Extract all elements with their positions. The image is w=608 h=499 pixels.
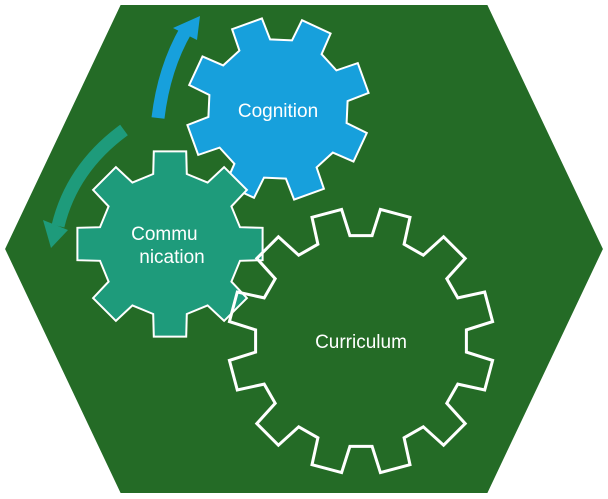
communication-arrowhead-icon — [43, 220, 68, 248]
cognition-label: Cognition — [238, 101, 318, 122]
communication-arrow — [51, 124, 128, 228]
cognition-label-line: Cognition — [238, 101, 318, 122]
curriculum-label-line: Curriculum — [315, 332, 407, 353]
curriculum-gear: Curriculum — [227, 207, 495, 475]
hexagon-background — [2, 3, 606, 495]
communication-label-line-2: nication — [139, 247, 205, 268]
curriculum-label: Curriculum — [315, 332, 407, 353]
communication-gear: Commu nication — [76, 150, 264, 338]
communication-label: Commu nication — [131, 224, 205, 268]
curriculum-gear-shape — [227, 207, 495, 475]
cognition-arrowhead-icon — [173, 16, 200, 40]
cognition-gear: Cognition — [186, 17, 370, 201]
cognition-gear-shape — [186, 17, 370, 201]
communication-label-line-1: Commu — [131, 224, 198, 245]
cognition-arrow — [151, 26, 192, 119]
communication-gear-shape — [76, 150, 264, 338]
